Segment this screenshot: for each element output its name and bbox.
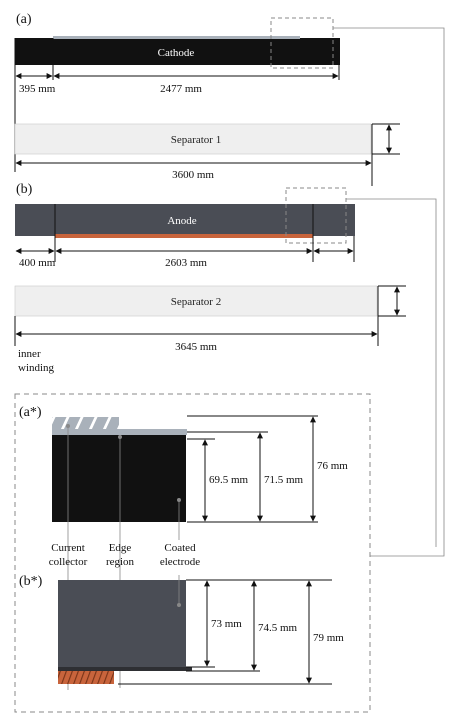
anode-length-dim: 2603 mm (165, 257, 207, 269)
connector-cathode-detail (333, 27, 445, 557)
anode-detail-box (285, 187, 347, 244)
cathode-detail-box (270, 17, 334, 69)
cathode-edge-region (52, 429, 187, 435)
anode-edge-region (58, 667, 192, 671)
anode-current-collector (58, 671, 114, 684)
anode-copper-edge (55, 234, 313, 238)
cathode-bar (15, 38, 340, 65)
anode-bar (15, 204, 355, 236)
anode-coated-height-dim: 73 mm (211, 618, 242, 630)
current-collector-label-line1: Current (51, 542, 85, 554)
separator1-length-dim: 3600 mm (172, 169, 214, 181)
current-collector-label-line2: collector (49, 556, 88, 568)
separator2-length-dim: 3645 mm (175, 341, 217, 353)
panel-label-b-star: (b*) (19, 574, 43, 589)
anode-label: Anode (167, 215, 196, 227)
separator2-bar (14, 285, 378, 317)
leader-dot-edge-a (118, 435, 122, 439)
panel-label-a-star: (a*) (19, 405, 42, 420)
edge-region-label-line1: Edge (109, 542, 132, 554)
leader-dot-cc-a (66, 424, 70, 428)
anode-start-dim: 400 mm (19, 257, 56, 269)
cathode-length-dim: 2477 mm (160, 83, 202, 95)
cathode-start-dim: 395 mm (19, 83, 56, 95)
separator2-label: Separator 2 (171, 296, 221, 308)
edge-region-label-line2: region (106, 556, 135, 568)
coated-electrode-label-line1: Coated (164, 542, 196, 554)
cathode-label: Cathode (158, 47, 195, 59)
connector-anode-detail (346, 198, 437, 547)
cathode-sep-height-dim: 76 mm (317, 460, 348, 472)
cathode-coated-electrode (52, 435, 186, 522)
leader-dot-coated-a (177, 498, 181, 502)
anode-coated-electrode (58, 580, 186, 671)
separator1-bar (14, 123, 372, 155)
cathode-coated-height-dim: 69.5 mm (209, 474, 249, 486)
panel-label-b: (b) (16, 182, 33, 197)
separator1-label: Separator 1 (171, 134, 221, 146)
inner-winding-label-line1: inner (18, 348, 41, 360)
panel-label-a: (a) (16, 12, 32, 27)
leader-dot-coated-b (177, 603, 181, 607)
coated-electrode-label-line2: electrode (160, 556, 200, 568)
anode-full-height-dim: 74.5 mm (258, 622, 298, 634)
anode-sep-height-dim: 79 mm (313, 632, 344, 644)
inner-winding-label-line2: winding (18, 362, 55, 374)
cathode-aluminum-edge (53, 36, 300, 39)
cathode-full-height-dim: 71.5 mm (264, 474, 304, 486)
detail-panel (14, 393, 371, 713)
